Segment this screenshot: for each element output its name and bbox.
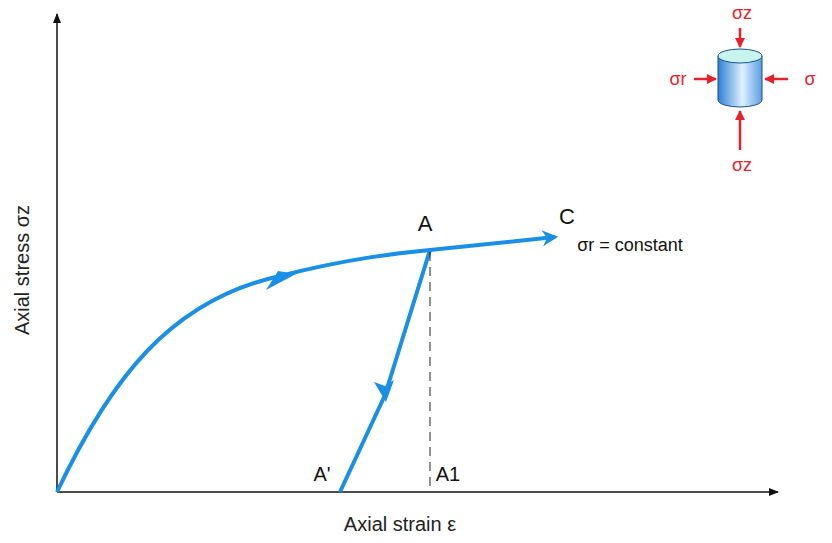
- axes: [57, 14, 778, 492]
- curve-arrowhead: [266, 271, 296, 290]
- point-label: C: [559, 205, 575, 229]
- stress-symbol: σz: [732, 4, 752, 24]
- stress-symbol: σz: [732, 156, 752, 176]
- unloading-line: [340, 250, 430, 492]
- projection-line: [430, 252, 431, 492]
- point-label: A1: [436, 463, 460, 485]
- stress-symbol: σ: [804, 70, 815, 90]
- unloading-arrowhead: [374, 380, 394, 402]
- specimen-icon: [694, 28, 788, 150]
- stress-symbol: σr: [669, 70, 686, 90]
- point-label: A: [418, 212, 433, 236]
- loading-curve: [57, 237, 555, 492]
- y-axis: [56, 14, 58, 492]
- x-axis: [57, 491, 778, 493]
- axis-title: Axial strain ε: [344, 513, 456, 535]
- point-label: A': [313, 463, 330, 485]
- condition-note: σr = constant: [577, 236, 683, 256]
- axis-title: Axial stress σz: [11, 205, 33, 335]
